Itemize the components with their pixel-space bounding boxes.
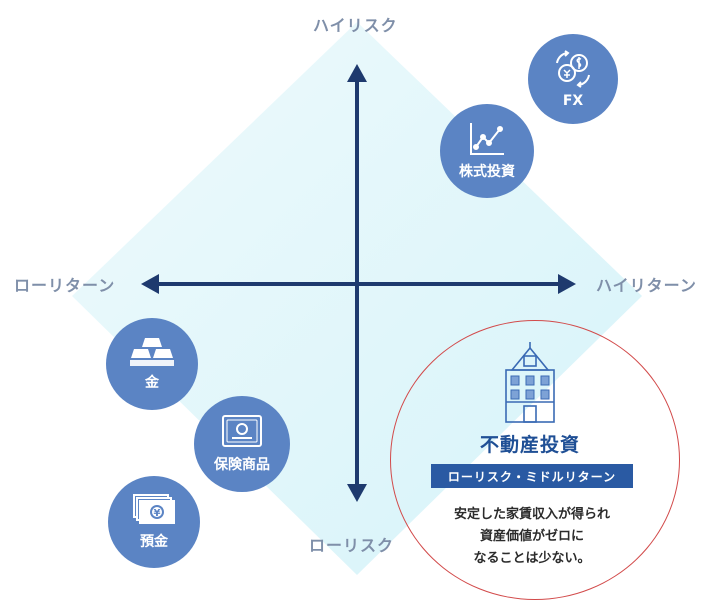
banknotes-icon: ¥ [132,493,176,527]
arrow-left-icon [141,274,159,294]
axis-label-low-risk: ローリスク [309,536,395,555]
axis-label-low-return: ローリターン [14,276,116,295]
bubble-fx: FX [528,34,618,124]
apartment-building-icon [500,340,560,424]
description-line: 安定した家賃収入が得られ [453,507,610,522]
svg-text:¥: ¥ [154,508,161,519]
bubble-deposit: ¥ 預金 [108,476,200,568]
bubble-label: 保険商品 [214,457,270,473]
arrow-up-icon [347,64,367,82]
bubble-insurance: 保険商品 [194,396,290,492]
risk-return-badge: ローリスク・ミドルリターン [431,464,633,488]
real-estate-highlight-circle [390,320,680,600]
bubble-label: FX [562,93,584,109]
real-estate-title: 不動産投資 [479,434,580,456]
bubble-label: 金 [145,375,159,391]
description-line: 資産価値がゼロに [479,529,584,544]
bubble-label: 預金 [140,534,168,550]
line-chart-icon [468,121,506,157]
bubble-stocks: 株式投資 [440,104,534,198]
axis-label-high-risk: ハイリスク [313,16,398,35]
description-line: なることは少ない。 [473,551,591,566]
bubble-gold: 金 [106,318,198,410]
axis-label-high-return: ハイリターン [596,276,697,295]
bubble-label: 株式投資 [459,164,515,180]
arrow-right-icon [558,274,576,294]
arrow-down-icon [347,484,367,502]
real-estate-description: 安定した家賃収入が得られ 資産価値がゼロに なることは少ない。 [418,504,646,570]
currency-exchange-icon [553,49,593,89]
gold-bars-icon [129,336,175,368]
certificate-icon [221,414,263,450]
